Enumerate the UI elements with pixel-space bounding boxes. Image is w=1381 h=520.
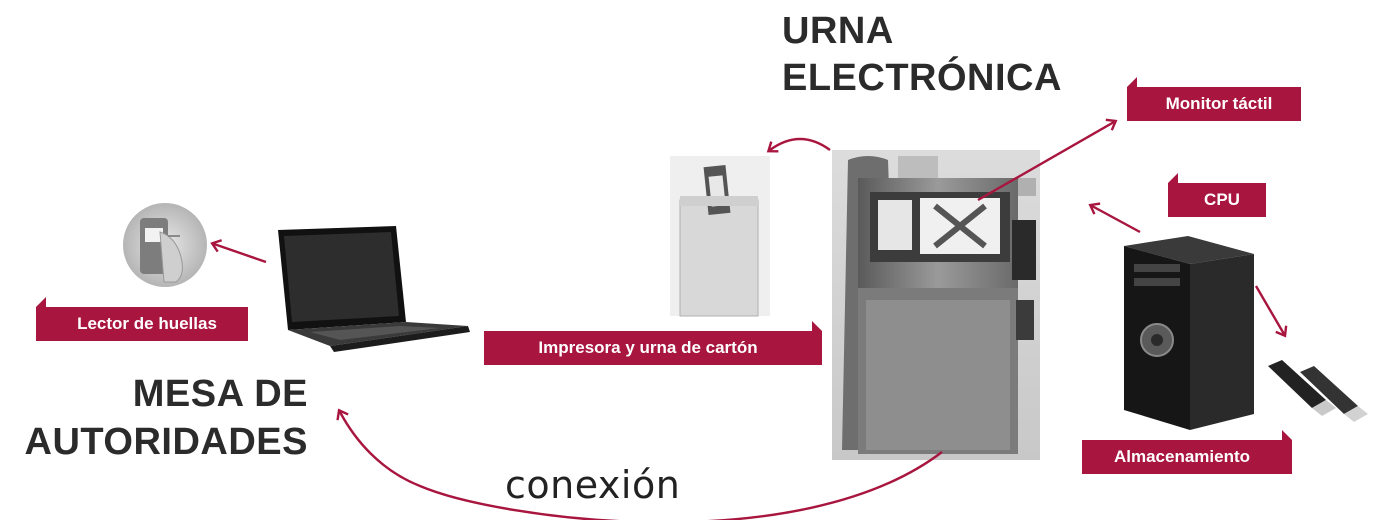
arrow-conexion <box>336 408 943 520</box>
label-cpu: CPU <box>1168 173 1266 217</box>
cpu-tower-icon <box>1124 236 1254 430</box>
arrow-to-lector <box>210 239 267 264</box>
arrow-to-printer <box>766 137 831 153</box>
title-mesa-de-autoridades: MESA DE AUTORIDADES <box>8 370 308 466</box>
title-urna-line1: URNA <box>782 10 894 52</box>
label-almacenamiento: Almacenamiento <box>1082 430 1292 474</box>
arrow-to-monitor <box>977 118 1118 202</box>
title-urna-line2: ELECTRÓNICA <box>782 57 1062 99</box>
printer-ballot-box-icon <box>670 156 770 317</box>
voting-machine-icon <box>832 150 1040 460</box>
label-conexion: conexión <box>505 463 681 507</box>
label-monitor-tactil: Monitor táctil <box>1127 77 1301 121</box>
title-urna-electronica: URNA ELECTRÓNICA <box>782 8 1062 102</box>
label-lector-de-huellas: Lector de huellas <box>36 297 248 341</box>
title-mesa-line1: MESA DE <box>132 373 308 415</box>
arrow-cpu-to-usb <box>1254 285 1288 338</box>
label-impresora-urna: Impresora y urna de cartón <box>484 321 822 365</box>
fingerprint-reader-icon <box>123 203 207 287</box>
arrow-cpu-to-urna <box>1088 202 1141 234</box>
usb-drive-icon <box>1268 360 1368 422</box>
title-mesa-line2: AUTORIDADES <box>24 421 308 463</box>
laptop-icon <box>278 226 470 352</box>
